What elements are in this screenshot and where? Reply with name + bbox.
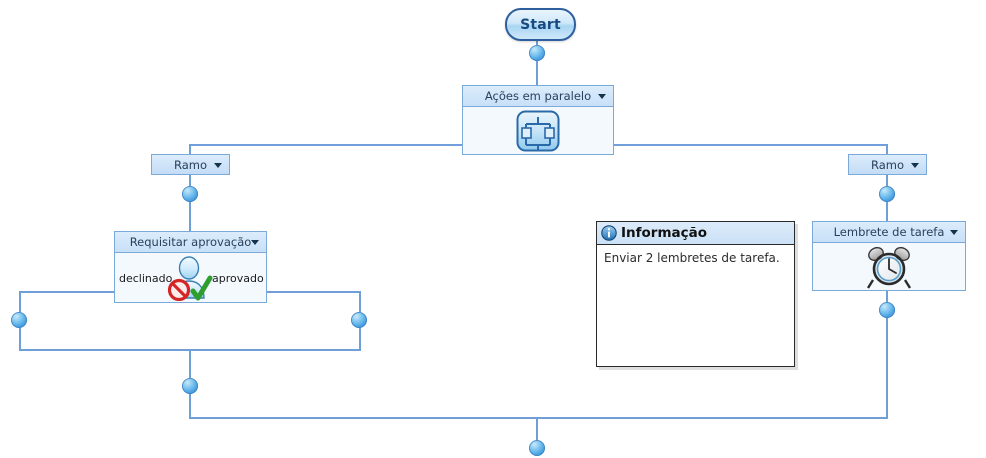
info-dialog[interactable]: Informação Enviar 2 lembretes de tarefa. bbox=[596, 221, 795, 367]
connector-node-left-branch[interactable] bbox=[182, 186, 198, 202]
activity-task-reminder-title: Lembrete de tarefa bbox=[833, 225, 945, 239]
approval-person-icon bbox=[163, 255, 219, 301]
approval-outcome-declined-label: declinado bbox=[119, 272, 173, 285]
connector-approval-approved-out bbox=[266, 291, 361, 293]
branch-chip-right[interactable]: Ramo bbox=[848, 154, 927, 175]
chevron-down-icon[interactable] bbox=[950, 230, 958, 235]
info-dialog-titlebar: Informação bbox=[597, 222, 794, 245]
chevron-down-icon[interactable] bbox=[911, 162, 919, 168]
activity-parallel-actions-header[interactable]: Ações em paralelo bbox=[463, 86, 613, 107]
connector-node-approval-merge[interactable] bbox=[182, 378, 198, 394]
branch-chip-right-label: Ramo bbox=[870, 158, 905, 172]
connector-split-left-drop bbox=[189, 144, 191, 156]
approval-outcome-approved-label: aprovado bbox=[212, 272, 264, 285]
activity-parallel-actions[interactable]: Ações em paralelo bbox=[462, 85, 614, 155]
connector-node-start[interactable] bbox=[529, 45, 545, 61]
chevron-down-icon[interactable] bbox=[251, 240, 259, 245]
connector-bottom-merge-bar bbox=[189, 417, 888, 419]
chevron-down-icon[interactable] bbox=[598, 94, 606, 99]
connector-left-ramo-to-approval bbox=[189, 175, 191, 232]
info-dialog-message: Enviar 2 lembretes de tarefa. bbox=[604, 251, 780, 265]
activity-request-approval-body bbox=[115, 253, 266, 302]
alarm-clock-icon bbox=[864, 244, 914, 290]
branch-chip-left[interactable]: Ramo bbox=[151, 154, 230, 175]
connector-approval-declined-out bbox=[19, 291, 115, 293]
connector-node-approved[interactable] bbox=[351, 312, 367, 328]
connector-node-end[interactable] bbox=[529, 440, 545, 456]
connector-node-right-branch[interactable] bbox=[879, 186, 895, 202]
activity-parallel-actions-body bbox=[463, 107, 613, 154]
activity-request-approval-header[interactable]: Requisitar aprovação bbox=[115, 232, 266, 253]
connector-reminder-down bbox=[886, 291, 888, 419]
start-label: Start bbox=[520, 16, 561, 33]
activity-request-approval-title: Requisitar aprovação bbox=[129, 235, 252, 249]
start-node[interactable]: Start bbox=[505, 8, 576, 41]
connector-node-declined[interactable] bbox=[11, 312, 27, 328]
connector-node-reminder-out[interactable] bbox=[879, 302, 895, 318]
parallel-actions-icon bbox=[516, 110, 560, 152]
activity-parallel-actions-title: Ações em paralelo bbox=[484, 89, 592, 103]
branch-chip-left-label: Ramo bbox=[173, 158, 208, 172]
info-icon bbox=[601, 225, 617, 241]
chevron-down-icon[interactable] bbox=[214, 162, 222, 168]
activity-task-reminder-header[interactable]: Lembrete de tarefa bbox=[813, 222, 965, 243]
activity-request-approval[interactable]: Requisitar aprovação bbox=[114, 231, 267, 303]
connector-split-right-drop bbox=[886, 144, 888, 156]
info-dialog-title: Informação bbox=[621, 224, 708, 241]
activity-task-reminder[interactable]: Lembrete de tarefa bbox=[812, 221, 966, 291]
activity-task-reminder-body bbox=[813, 243, 965, 290]
connector-start-to-parallel bbox=[536, 37, 538, 85]
connector-bottom-merge-down bbox=[536, 417, 538, 447]
